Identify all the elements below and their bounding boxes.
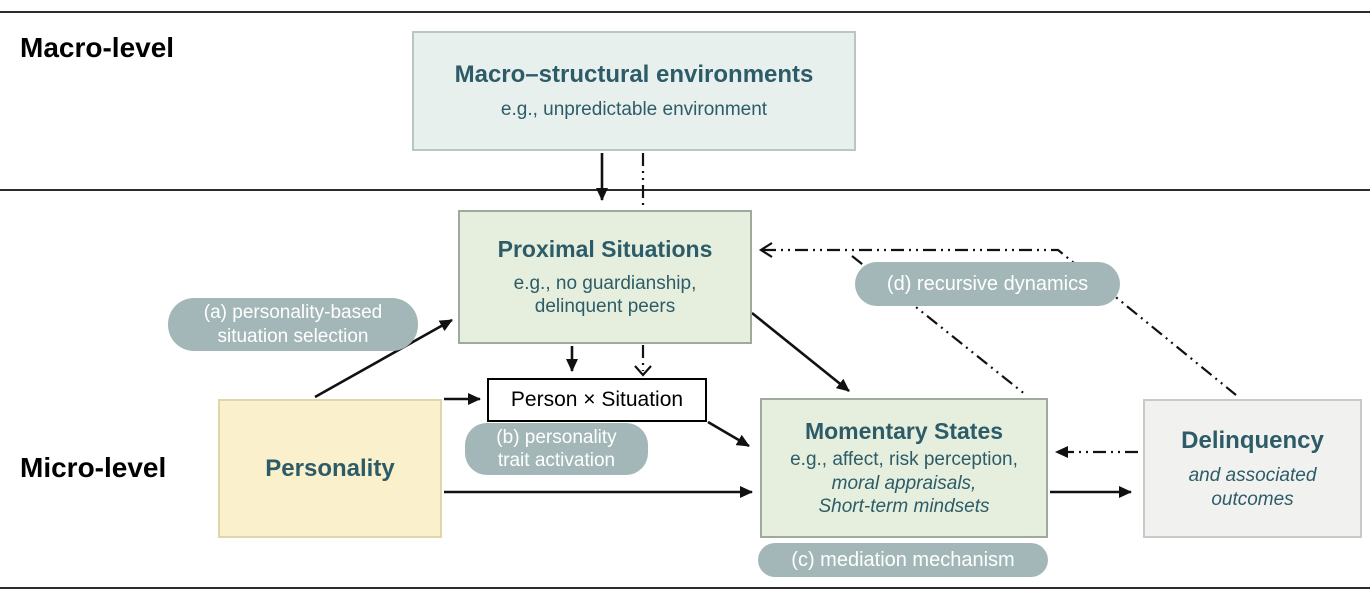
top-divider <box>0 11 1370 13</box>
label-b-line1: (b) personality <box>496 426 617 448</box>
micro-level-label: Micro-level <box>20 452 167 483</box>
proximal-box-title: Proximal Situations <box>497 235 713 262</box>
arrow-personality-to-proximal <box>314 318 453 399</box>
label-c-text: (c) mediation mechanism <box>791 548 1015 571</box>
delinquency-box-title: Delinquency <box>1181 426 1324 454</box>
bottom-divider <box>0 587 1370 589</box>
momentary-states-box: Momentary States e.g., affect, risk perc… <box>760 398 1048 538</box>
delinquency-box-subtitle: and associated outcomes <box>1188 464 1317 510</box>
label-b-line2: trait activation <box>497 450 616 471</box>
label-a-personality-based-situation-selection: (a) personality-based situation selectio… <box>168 298 418 351</box>
open-arrowhead-down <box>634 365 652 377</box>
macro-box-title: Macro–structural environments <box>454 61 814 89</box>
dashed-arrow-delinquency-to-proximal <box>763 248 1237 396</box>
delinquency-box: Delinquency and associated outcomes <box>1143 399 1362 538</box>
label-b-personality-trait-activation: (b) personality trait activation <box>465 423 648 475</box>
person-x-situation-box: Person × Situation <box>487 378 707 422</box>
momentary-box-example: e.g., affect, risk perception, moral app… <box>790 448 1018 519</box>
label-d-text: (d) recursive dynamics <box>886 272 1089 295</box>
proximal-example-line1: e.g., no guardianship, <box>513 272 697 294</box>
personality-box-title: Personality <box>265 454 395 482</box>
proximal-example-line2: delinquent peers <box>534 296 676 318</box>
personality-box: Personality <box>218 399 442 538</box>
macro-box-example: e.g., unpredictable environment <box>500 99 768 121</box>
momentary-example-line2: moral appraisals, <box>831 472 977 494</box>
momentary-example-line3: Short-term mindsets <box>818 496 990 518</box>
open-arrowhead-left <box>758 242 773 258</box>
macro-structural-environments-box: Macro–structural environments e.g., unpr… <box>412 31 856 151</box>
momentary-box-title: Momentary States <box>804 418 1004 444</box>
label-c-mediation-mechanism: (c) mediation mechanism <box>758 543 1048 577</box>
label-a-line1: (a) personality-based <box>203 302 383 324</box>
macro-micro-divider <box>0 189 1370 191</box>
macro-level-label: Macro-level <box>20 32 175 63</box>
arrow-person-situation-to-momentary <box>707 420 750 448</box>
label-d-recursive-dynamics: (d) recursive dynamics <box>855 262 1120 306</box>
person-x-situation-label: Person × Situation <box>510 388 684 411</box>
label-a-line2: situation selection <box>217 325 369 347</box>
proximal-situations-box: Proximal Situations e.g., no guardianshi… <box>458 210 752 344</box>
proximal-box-example: e.g., no guardianship, delinquent peers <box>514 272 697 320</box>
momentary-example-line1: e.g., affect, risk perception, <box>790 448 1018 470</box>
arrow-proximal-to-momentary <box>751 311 850 393</box>
